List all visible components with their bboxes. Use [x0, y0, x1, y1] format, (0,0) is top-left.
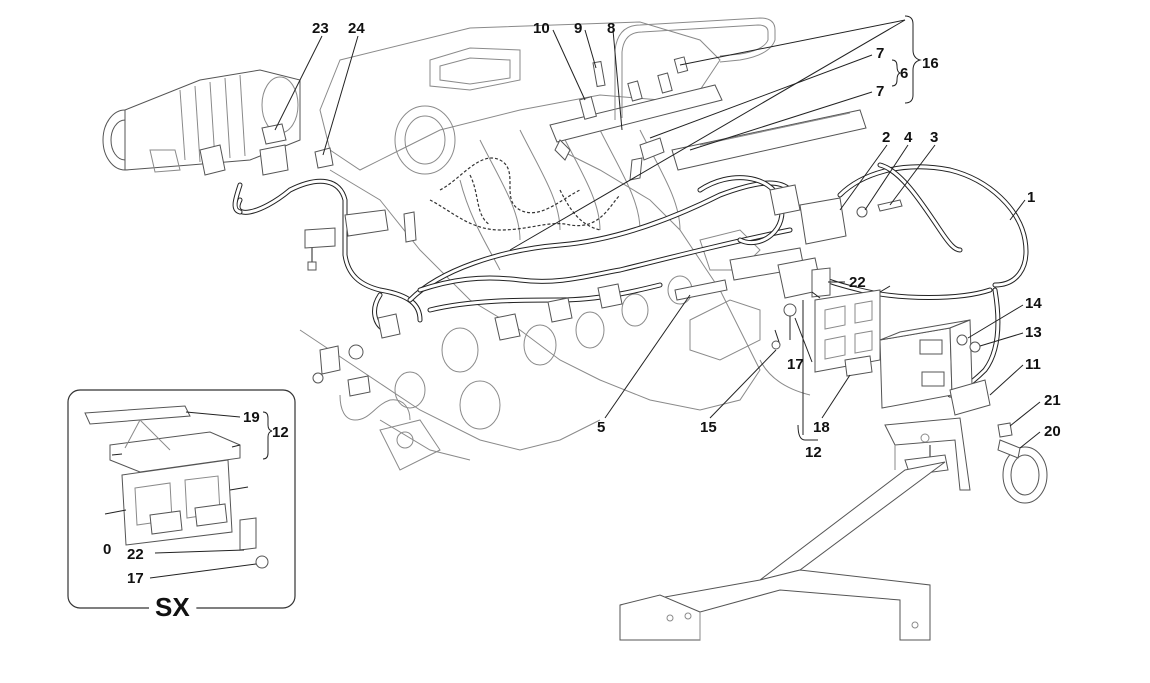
- callout-2: 2: [882, 129, 890, 146]
- callout-12-right: 12: [805, 444, 822, 461]
- callout-5: 5: [597, 419, 605, 436]
- leader-lines: [274, 15, 1041, 449]
- inset-panel-sx: [67, 389, 296, 609]
- callout-10: 10: [533, 20, 550, 37]
- callout-16: 16: [922, 55, 939, 72]
- frame-bracket: [619, 417, 1048, 641]
- callout-20: 20: [1044, 423, 1061, 440]
- callout-23: 23: [312, 20, 329, 37]
- callout-11: 11: [1025, 356, 1041, 373]
- callout-21: 21: [1044, 392, 1061, 409]
- callout-24: 24: [348, 20, 365, 37]
- air-intake-duct: [102, 69, 301, 173]
- callout-9: 9: [574, 20, 582, 37]
- callout-0: 0: [103, 541, 111, 558]
- callout-7-upper: 7: [876, 45, 884, 62]
- callout-7-lower: 7: [876, 83, 884, 100]
- callout-15: 15: [700, 419, 717, 436]
- callout-13: 13: [1025, 324, 1042, 341]
- callout-19: 19: [243, 409, 260, 426]
- callout-14: 14: [1025, 295, 1042, 312]
- callout-17-right: 17: [787, 356, 804, 373]
- callout-17-inset: 17: [127, 570, 144, 587]
- engine-block: [299, 21, 761, 471]
- callout-labels: 23 24 10 9 8 16 7 6 7 2 4 3 1 22 14 13 1…: [103, 20, 1061, 622]
- inset-label-sx: SX: [155, 592, 190, 622]
- callout-1: 1: [1027, 189, 1035, 206]
- callout-8: 8: [607, 20, 615, 37]
- callout-18: 18: [813, 419, 830, 436]
- callout-22-right: 22: [849, 274, 866, 291]
- callout-6: 6: [900, 65, 908, 82]
- inset-label-backing: [149, 592, 197, 622]
- callout-12-inset: 12: [272, 424, 289, 441]
- ecu-assembly: [811, 285, 991, 416]
- callout-3: 3: [930, 129, 938, 146]
- connectors: [199, 123, 903, 397]
- callout-22-inset: 22: [127, 546, 144, 563]
- callout-4: 4: [904, 129, 913, 146]
- fuel-rail: [549, 17, 867, 181]
